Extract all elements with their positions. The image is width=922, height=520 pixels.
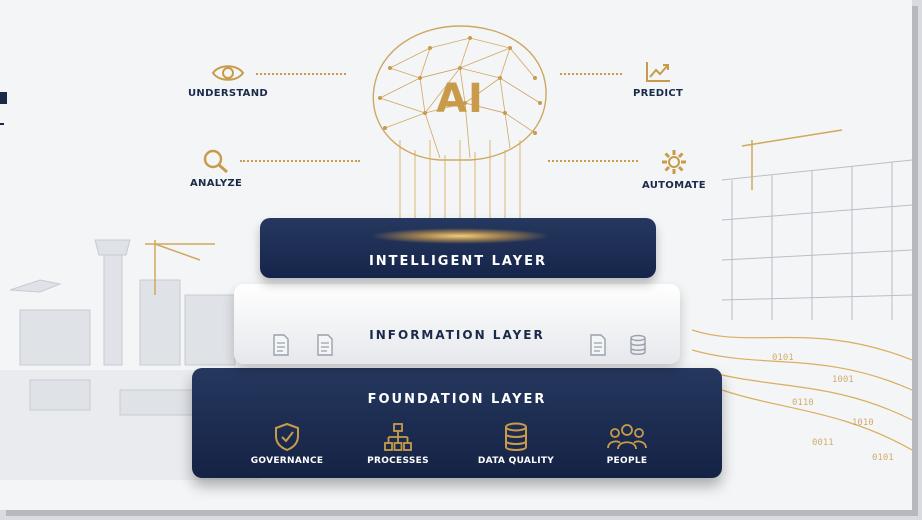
construction-illustration: 0101 1001 0110 1010 0011 0101 [692, 129, 912, 463]
feature-predict: PREDICT [633, 60, 683, 99]
glow-highlight [370, 228, 550, 244]
document-icon [317, 334, 333, 356]
feature-analyze-label: ANALYZE [190, 178, 243, 189]
foundation-item-data-quality: DATA QUALITY [461, 422, 571, 466]
svg-text:0101: 0101 [872, 453, 894, 463]
svg-text:0110: 0110 [792, 398, 814, 408]
foundation-item-people: PEOPLE [572, 422, 682, 466]
feature-analyze: ANALYZE [190, 148, 242, 189]
document-icon [590, 334, 606, 356]
intelligent-layer: INTELLIGENT LAYER [260, 218, 656, 278]
feature-predict-label: PREDICT [633, 88, 684, 99]
svg-text:0011: 0011 [812, 438, 834, 448]
feature-automate-label: AUTOMATE [642, 180, 706, 191]
feature-understand: UNDERSTAND [188, 62, 268, 99]
foundation-layer-title: FOUNDATION LAYER [367, 392, 547, 407]
magnifier-icon [203, 149, 229, 174]
light-rays [399, 140, 521, 230]
ai-label: AI [436, 76, 484, 122]
svg-text:0101: 0101 [772, 353, 794, 363]
hierarchy-icon [384, 423, 412, 451]
gear-icon [661, 150, 686, 174]
eye-icon [211, 65, 245, 81]
connector-line [256, 73, 346, 75]
brain-network-icon [372, 25, 547, 161]
feature-understand-label: UNDERSTAND [188, 88, 268, 99]
shield-check-icon [275, 422, 299, 452]
intelligent-layer-title: INTELLIGENT LAYER [368, 254, 548, 269]
database-icon [630, 334, 646, 355]
information-layer: INFORMATION LAYER [234, 284, 680, 364]
feature-automate: AUTOMATE [642, 148, 706, 191]
document-icon [273, 334, 289, 356]
trend-chart-icon [646, 62, 671, 82]
edge-mark [0, 92, 7, 104]
foundation-layer: FOUNDATION LAYER [192, 368, 722, 478]
people-label: PEOPLE [606, 456, 648, 466]
svg-text:1001: 1001 [832, 375, 854, 385]
connector-line [240, 160, 360, 162]
edge-mark [0, 123, 4, 125]
processes-label: PROCESSES [367, 456, 429, 466]
connector-line [548, 160, 638, 162]
people-icon [607, 424, 647, 450]
connector-line [560, 73, 622, 75]
data-quality-label: DATA QUALITY [477, 456, 555, 466]
foundation-item-governance: GOVERNANCE [232, 422, 342, 466]
database-icon [505, 422, 527, 451]
governance-label: GOVERNANCE [250, 456, 324, 466]
information-layer-title: INFORMATION LAYER [369, 328, 545, 342]
svg-text:1010: 1010 [852, 418, 874, 428]
diagram-canvas: 0101 1001 0110 1010 0011 0101 AI [0, 0, 912, 510]
foundation-item-processes: PROCESSES [343, 422, 453, 466]
